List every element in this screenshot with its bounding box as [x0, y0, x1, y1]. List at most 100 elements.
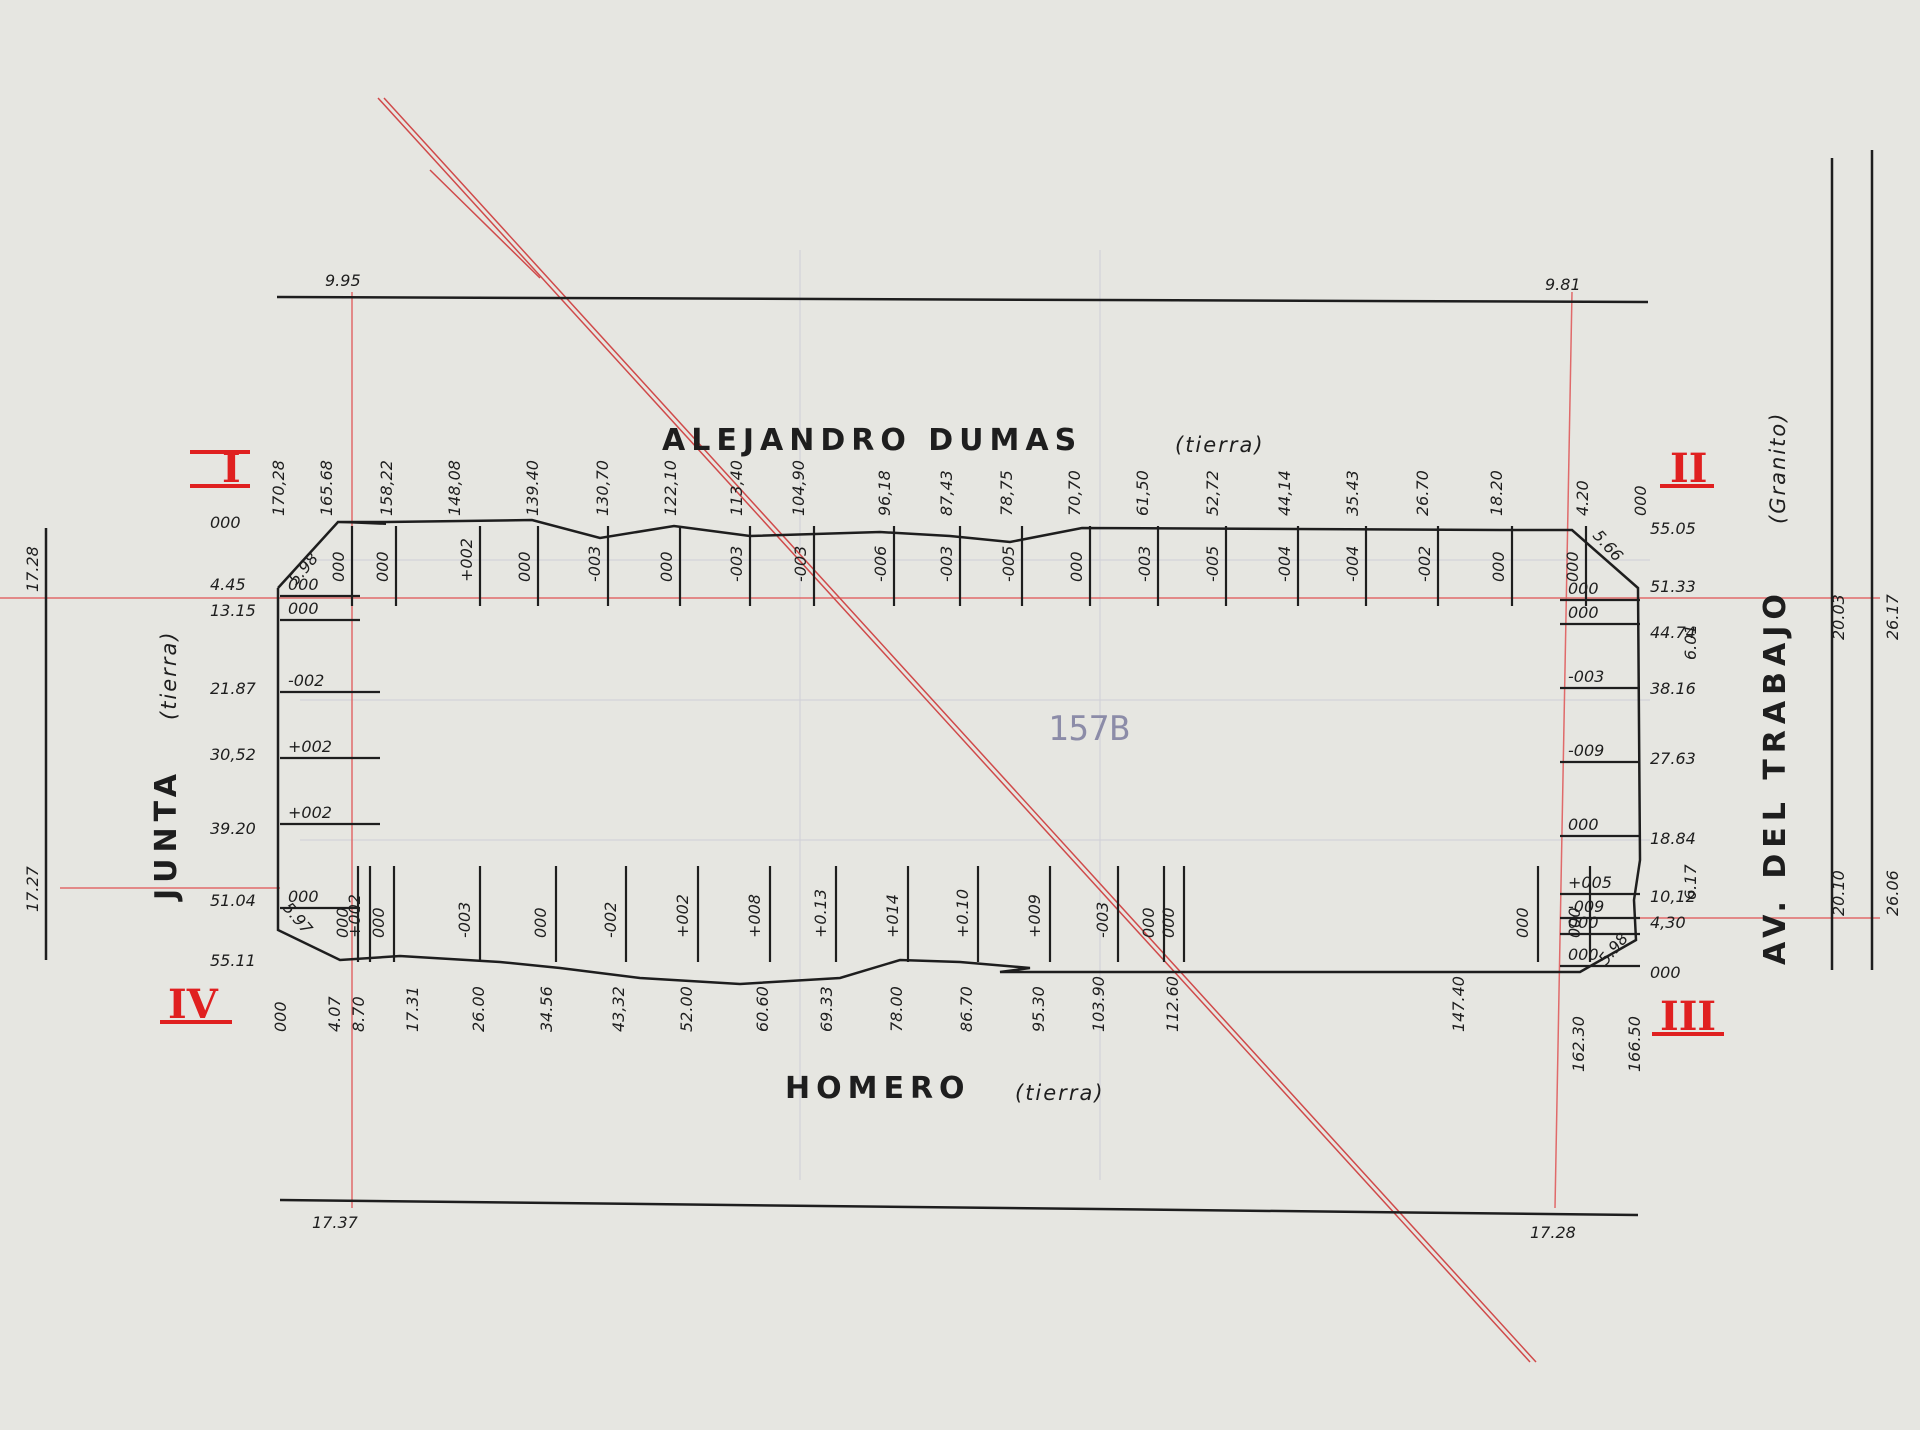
bottom-level-label: 000	[369, 907, 388, 938]
bottom-distance-label: 000	[271, 1001, 290, 1032]
top-distance-label: 170,28	[269, 460, 288, 516]
curb-height-left-bottom: 17.27	[23, 865, 42, 912]
right-level-label: 000	[1568, 913, 1599, 932]
red-reference-lines	[0, 291, 1880, 1209]
bottom-level-label: 000	[1565, 907, 1584, 938]
right-level-label: 000	[1568, 815, 1599, 834]
bottom-distance-label: 17.31	[403, 986, 422, 1032]
right-distance-label: 44.74	[1650, 623, 1696, 642]
right-level-label: +005	[1568, 873, 1612, 892]
right-distance-label: 000	[1650, 963, 1681, 982]
street-left-name: JUNTA	[149, 768, 184, 902]
left-distance-label: 51.04	[210, 891, 256, 910]
bottom-distance-label: 78.00	[887, 986, 906, 1032]
bottom-level-label: -002	[601, 902, 620, 938]
top-level-label: -004	[1275, 546, 1294, 582]
top-distance-label: 52,72	[1203, 470, 1222, 516]
street-top-name: ALEJANDRO DUMAS	[662, 423, 1082, 458]
left-distance-label: 4.45	[210, 575, 246, 594]
top-distance-label: 26.70	[1413, 470, 1432, 516]
top-distance-label: 78,75	[997, 470, 1016, 516]
top-distance-label: 113,40	[727, 460, 746, 516]
right-distance-label: 18.84	[1650, 829, 1696, 848]
bottom-distance-label: 162.30	[1569, 1016, 1588, 1072]
bottom-level-label: -003	[1093, 902, 1112, 938]
left-level-label: +002	[288, 737, 332, 756]
corner-labels: I II III IV	[160, 445, 1724, 1040]
faint-grid	[300, 250, 1650, 1180]
left-distance-label: 21.87	[210, 679, 257, 698]
curb-height-bottom-right: 17.28	[1530, 1223, 1576, 1242]
bottom-distance-label: 26.00	[469, 986, 488, 1032]
top-level-label: -003	[937, 546, 956, 582]
block-number: 157B	[1048, 709, 1130, 749]
bottom-distance-label: 34.56	[537, 986, 556, 1032]
bottom-distance-label: 95.30	[1029, 986, 1048, 1032]
top-level-label: 000	[373, 551, 392, 582]
right-distance-label: 27.63	[1650, 749, 1696, 768]
right-level-label: -009	[1568, 897, 1604, 916]
curb-height-top-left: 9.95	[325, 271, 361, 290]
top-level-label: -003	[791, 546, 810, 582]
street-bottom-surface: (tierra)	[1015, 1081, 1105, 1105]
right-level-label: -003	[1568, 667, 1604, 686]
left-level-label: -002	[288, 671, 324, 690]
top-distance-label: 104,90	[789, 460, 808, 516]
top-level-label: -002	[1415, 546, 1434, 582]
top-level-label: 000	[329, 551, 348, 582]
top-distance-label: 61,50	[1133, 470, 1152, 516]
bottom-level-label: +0.10	[953, 889, 972, 938]
right-level-label: -009	[1568, 741, 1604, 760]
outline-top-left-step	[337, 521, 387, 525]
bottom-level-label: +002	[345, 894, 364, 938]
left-distance-label: 13.15	[210, 601, 256, 620]
block-outline	[276, 518, 1642, 986]
left-level-label: 000	[288, 599, 319, 618]
top-distance-label: 122,10	[661, 460, 680, 516]
chamfer-top-right: 5.66	[1589, 526, 1627, 565]
street-left-surface: (tierra)	[157, 630, 181, 720]
bottom-level-label: +014	[883, 894, 902, 938]
bottom-distance-label: 86.70	[957, 986, 976, 1032]
top-distance-label: 4.20	[1573, 480, 1592, 516]
top-level-label: -006	[871, 546, 890, 582]
bottom-level-label: +0.13	[811, 889, 830, 938]
top-level-label: -005	[1203, 546, 1222, 582]
top-distance-label: 44,14	[1275, 470, 1294, 516]
street-right-name: AV. DEL TRABAJO	[1758, 588, 1793, 965]
bottom-distance-label: 8.70	[349, 996, 368, 1032]
top-level-label: -005	[999, 546, 1018, 582]
top-level-label: 000	[515, 551, 534, 582]
bottom-distance-label: 60.60	[753, 986, 772, 1032]
bottom-distance-label: 52.00	[677, 986, 696, 1032]
curb-height-top-right: 9.81	[1545, 275, 1581, 294]
left-level-label: 000	[288, 887, 319, 906]
top-distance-label: 158,22	[377, 460, 396, 516]
curb-height-right-outer-bottom: 26.06	[1883, 870, 1902, 916]
right-measurements: 55.0551.3344.7438.1627.6318.8410,124,300…	[1560, 519, 1696, 982]
left-level-label: 000	[288, 575, 319, 594]
curb-lines	[44, 150, 1874, 1217]
right-level-label: 000	[1568, 579, 1599, 598]
top-distance-label: 000	[1631, 485, 1650, 516]
top-distance-label: 96,18	[875, 470, 894, 516]
right-distance-label: 38.16	[1650, 679, 1696, 698]
left-distance-label: 55.11	[210, 951, 256, 970]
top-level-label: +002	[457, 538, 476, 582]
left-level-label: +002	[288, 803, 332, 822]
curb-height-left-top: 17.28	[23, 546, 42, 592]
bottom-level-label: +002	[673, 894, 692, 938]
bottom-level-label: 000	[1159, 907, 1178, 938]
curb-height-labels: 9.95 9.81 17.37 17.28 17.28 17.27 20.03 …	[23, 271, 1902, 1242]
bottom-level-label: 000	[1139, 907, 1158, 938]
top-level-label: 000	[1067, 551, 1086, 582]
street-bottom-name: HOMERO	[785, 1071, 971, 1106]
bottom-distance-label: 112.60	[1163, 976, 1182, 1032]
curb-height-right-inner-top: 20.03	[1829, 594, 1848, 640]
